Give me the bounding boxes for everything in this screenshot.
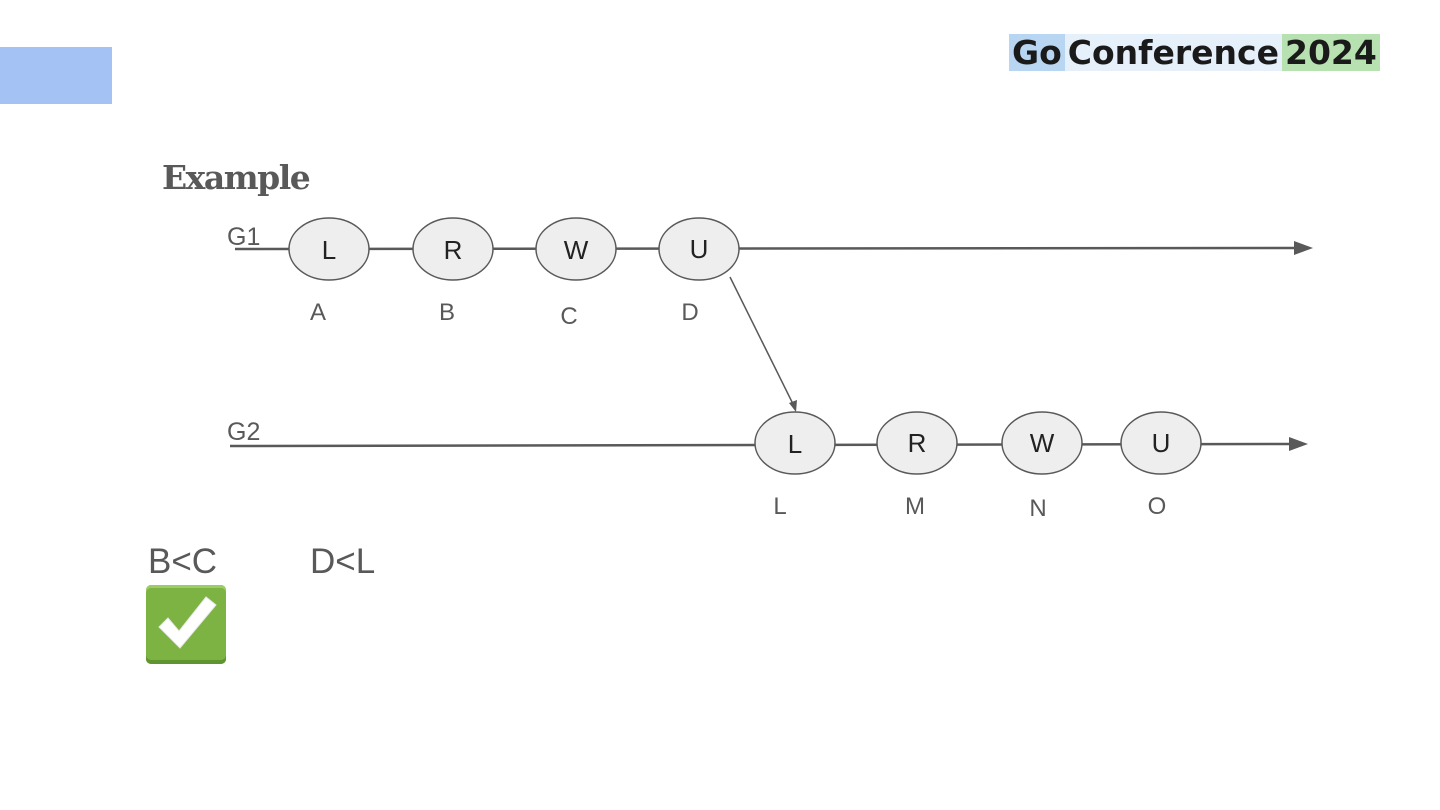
node-op: U	[1152, 428, 1171, 458]
node-sub-label: M	[905, 493, 925, 520]
g2-node-l: L	[754, 411, 836, 475]
conference-logo: Go Conference 2024	[1009, 34, 1380, 71]
g1-node-b: R	[412, 217, 494, 281]
g1-timeline	[234, 246, 1301, 251]
condition-b-before-c: B<C	[148, 542, 218, 581]
g1-node-c: W	[535, 217, 617, 281]
g1-label: G1	[227, 223, 260, 251]
happens-before-arrowhead	[789, 400, 797, 412]
node-sub-label: B	[439, 299, 455, 326]
node-sub-label: C	[560, 303, 577, 330]
logo-conference: Conference	[1064, 34, 1282, 71]
g1-arrowhead	[1294, 241, 1313, 255]
node-sub-label: O	[1148, 493, 1167, 520]
accent-block	[0, 47, 112, 104]
logo-go: Go	[1009, 34, 1065, 71]
happens-before-arrow	[729, 276, 795, 407]
node-sub-label: D	[681, 299, 698, 326]
node-op: R	[908, 428, 927, 458]
g1-node-d: U	[658, 217, 740, 281]
node-op: U	[690, 234, 709, 264]
node-op: R	[444, 235, 463, 265]
node-op: L	[322, 235, 336, 265]
g2-node-o: U	[1120, 411, 1202, 475]
g2-node-m: R	[876, 411, 958, 475]
g2-node-n: W	[1001, 411, 1083, 475]
slide-title: Example	[162, 158, 311, 197]
node-op: W	[1030, 428, 1055, 458]
node-op: L	[788, 429, 802, 459]
condition-d-before-l: D<L	[310, 542, 376, 581]
node-sub-label: N	[1029, 495, 1046, 522]
check-mark-button-icon	[146, 585, 226, 664]
g2-label: G2	[227, 418, 260, 446]
g1-node-a: L	[288, 217, 370, 281]
node-sub-label: L	[773, 493, 786, 520]
node-sub-label: A	[310, 299, 326, 326]
g2-arrowhead	[1289, 437, 1308, 451]
node-op: W	[564, 235, 589, 265]
logo-year: 2024	[1281, 34, 1380, 71]
